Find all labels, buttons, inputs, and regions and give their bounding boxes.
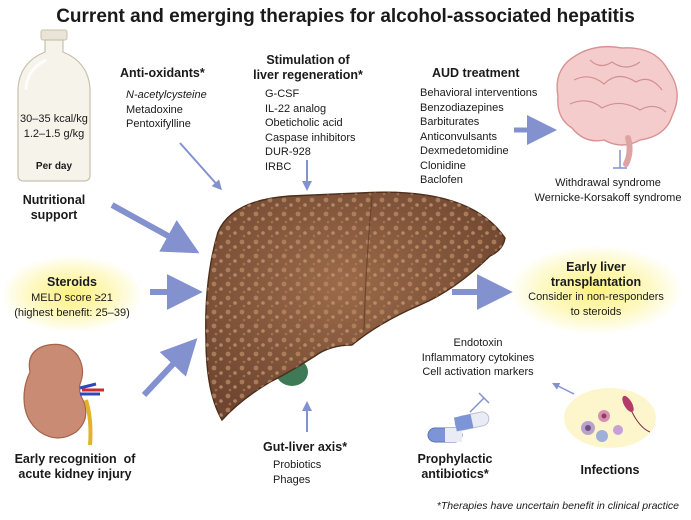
arrow-antioxidants — [179, 142, 222, 191]
aud-item: Clonidine — [420, 159, 466, 172]
steroids-line1: MELD score ≥21 — [31, 292, 113, 304]
transplant-heading: Early liver transplantation — [510, 260, 682, 290]
bottle-label: 30–35 kcal/kg 1.2–1.5 g/kg — [18, 112, 90, 141]
regeneration-item: DUR-928 — [265, 146, 311, 158]
regeneration-heading-line1: Stimulation of — [266, 53, 350, 67]
nutrition-label: Nutritional support — [6, 193, 102, 223]
regeneration-item: IRBC — [265, 160, 292, 173]
aud-item: Benzodiazepines — [420, 101, 504, 114]
antioxidant-item: N-acetylcysteine — [126, 89, 207, 101]
transplant-heading-line1: Early liver — [566, 260, 626, 274]
gut-list: Probiotics Phages — [273, 458, 321, 487]
steroids-details: MELD score ≥21 (highest benefit: 25–39) — [2, 291, 142, 320]
aud-item: Anticonvulsants — [420, 130, 498, 143]
brain-icon — [556, 45, 678, 167]
aud-item: Behavioral interventions — [420, 87, 538, 99]
regeneration-heading-line2: liver regeneration* — [253, 68, 363, 82]
aud-heading: AUD treatment — [432, 66, 520, 80]
steroids-highlight — [2, 256, 142, 332]
page-title: Current and emerging therapies for alcoh… — [56, 6, 635, 27]
antioxidants-list: N-acetylcysteine Metadoxine Pentoxifylli… — [126, 88, 207, 132]
regeneration-list: G-CSF IL-22 analog Obeticholic acid Casp… — [265, 87, 356, 174]
inhibit-endotoxin — [469, 392, 490, 413]
antioxidant-item: Metadoxine — [126, 103, 183, 116]
aud-item: Dexmedetomidine — [420, 145, 509, 157]
regeneration-heading: Stimulation of liver regeneration* — [238, 53, 378, 83]
transplant-highlight — [510, 246, 682, 334]
gut-item: Phages — [273, 473, 311, 486]
antibiotics-label: Prophylactic antibiotics* — [400, 452, 510, 482]
brain-effect-item: Withdrawal syndrome — [555, 177, 661, 189]
nutrition-label-line2: support — [30, 208, 78, 222]
antioxidants-heading: Anti-oxidants* — [120, 66, 205, 80]
transplant-heading-line2: transplantation — [550, 275, 642, 289]
aud-item: Baclofen — [420, 174, 463, 186]
kidney-label-line1: Early recognition of — [14, 452, 136, 466]
transplant-details: Consider in non-responders to steroids — [510, 290, 682, 319]
liver-illustration — [205, 191, 506, 422]
inhibit-brain — [613, 150, 627, 169]
regeneration-item: G-CSF — [265, 88, 300, 100]
arrow-kidney — [141, 338, 198, 398]
brain-effects: Withdrawal syndrome Wernicke-Korsakoff s… — [528, 176, 688, 205]
bottle-line2: 1.2–1.5 g/kg — [23, 127, 85, 140]
kidney-icon — [23, 343, 104, 446]
regeneration-item: IL-22 analog — [265, 102, 327, 115]
kidney-label: Early recognition of acute kidney injury — [0, 452, 150, 482]
endotoxin-item: Endotoxin — [453, 337, 503, 349]
gut-heading: Gut-liver axis* — [263, 440, 348, 454]
brain-effect-item: Wernicke-Korsakoff syndrome — [534, 191, 682, 204]
antibiotic-pills-icon — [427, 411, 490, 443]
arrow-infection — [551, 382, 575, 395]
bottle-per-day: Per day — [35, 161, 73, 172]
regeneration-item: Caspase inhibitors — [265, 131, 356, 144]
aud-item: Barbiturates — [420, 116, 480, 128]
transplant-line2: to steroids — [570, 305, 622, 318]
gut-item: Probiotics — [273, 459, 322, 471]
footnote: *Therapies have uncertain benefit in cli… — [436, 500, 679, 512]
antibiotics-label-line2: antibiotics* — [421, 467, 489, 481]
steroids-line2: (highest benefit: 25–39) — [14, 306, 130, 319]
steroids-heading: Steroids — [46, 275, 97, 289]
endotoxin-item: Cell activation markers — [422, 366, 534, 378]
antioxidant-item: Pentoxifylline — [126, 118, 191, 130]
bottle-line1: 30–35 kcal/kg — [20, 113, 88, 125]
endotoxin-item: Inflammatory cytokines — [421, 351, 535, 364]
kidney-label-line2: acute kidney injury — [18, 467, 132, 481]
endotoxin-list: Endotoxin Inflammatory cytokines Cell ac… — [408, 336, 548, 380]
arrow-nutrition — [110, 202, 200, 254]
regeneration-item: Obeticholic acid — [265, 117, 343, 129]
aud-list: Behavioral interventions Benzodiazepines… — [420, 86, 537, 188]
supplement-bottle-icon — [17, 29, 91, 182]
nutrition-label-line1: Nutritional — [22, 193, 86, 207]
antibiotics-label-line1: Prophylactic — [417, 452, 493, 466]
infection-cells-icon — [564, 388, 656, 448]
transplant-line1: Consider in non-responders — [528, 291, 664, 303]
infections-label: Infections — [580, 463, 640, 477]
